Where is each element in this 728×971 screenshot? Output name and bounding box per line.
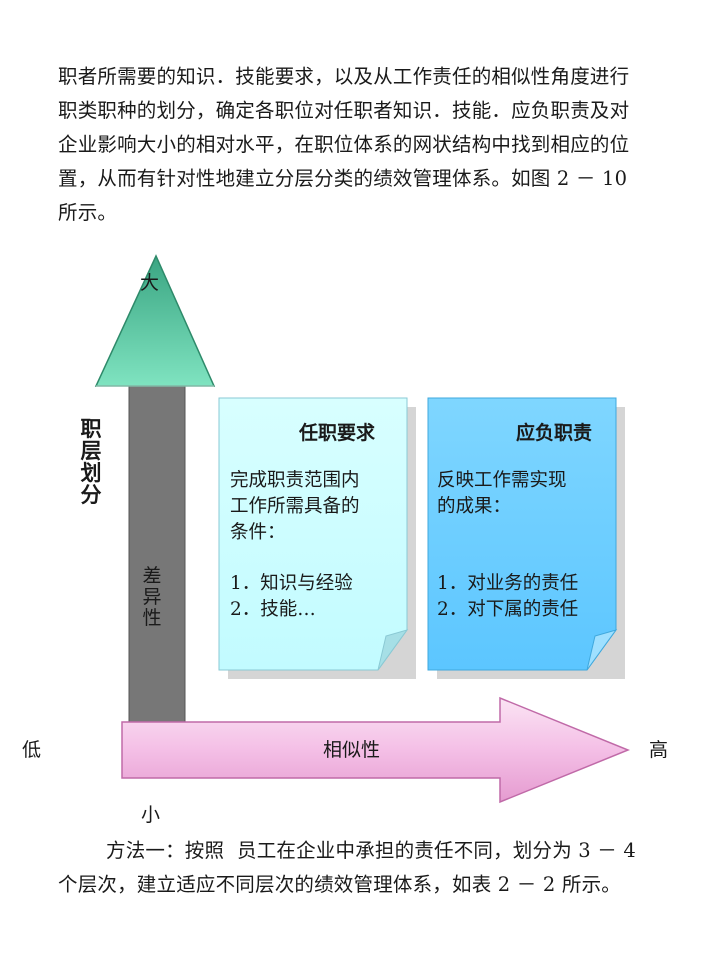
intro-line: 职者所需要的知识．技能要求，以及从工作责任的相似性角度进行 [58,65,630,88]
vertical-axis-bottom-label: 小 [141,804,161,826]
intro-line: 所示。 [58,201,118,224]
card-body-line: 的成果： [437,496,512,517]
up-arrow-shaft [128,383,186,727]
card-requirements-body: 完成职责范围内 工作所需具备的 条件： [230,468,360,546]
intro-line: 企业影响大小的相对水平，在职位体系的网状结构中找到相应的位 [58,133,630,156]
vertical-arrow-label: 差异性 [142,565,162,629]
card-body-line: 条件： [230,522,286,543]
horizontal-arrow-label: 相似性 [323,739,381,761]
right-arrow [121,696,630,804]
card-requirements-items: 1．知识与经验 2．技能… [230,571,353,623]
card-body-line: 完成职责范围内 [230,470,360,491]
card-item: 2．技能… [230,599,316,620]
method-line: 个层次，建立适应不同层次的绩效管理体系，如表 2 － 2 所示。 [58,873,622,896]
card-body-line: 工作所需具备的 [230,496,360,517]
vertical-axis-title: 职层划分 [80,417,102,507]
card-requirements-title: 任职要求 [299,422,376,444]
intro-line: 置，从而有针对性地建立分层分类的绩效管理体系。如图 2 － 10 [58,167,628,190]
method-paragraph: 方法一：按照 员工在企业中承担的责任不同，划分为 3 － 4 个层次，建立适应不… [58,834,688,902]
card-responsibilities-items: 1．对业务的责任 2．对下属的责任 [437,571,578,623]
card-item: 2．对下属的责任 [437,599,579,620]
card-responsibilities-title: 应负职责 [516,422,593,444]
card-item: 1．对业务的责任 [437,573,579,594]
card-item: 1．知识与经验 [230,573,353,594]
method-line: 方法一：按照 员工在企业中承担的责任不同，划分为 3 － 4 [106,839,637,862]
intro-line: 职类职种的划分，确定各职位对任职者知识．技能．应负职责及对 [58,99,630,122]
horizontal-axis-right-label: 高 [649,739,669,761]
intro-paragraph: 职者所需要的知识．技能要求，以及从工作责任的相似性角度进行 职类职种的划分，确定… [58,60,688,230]
card-body-line: 反映工作需实现 [437,470,567,491]
card-responsibilities-body: 反映工作需实现 的成果： [437,468,567,520]
horizontal-axis-left-label: 低 [22,739,42,761]
vertical-axis-top-label: 大 [140,272,160,294]
